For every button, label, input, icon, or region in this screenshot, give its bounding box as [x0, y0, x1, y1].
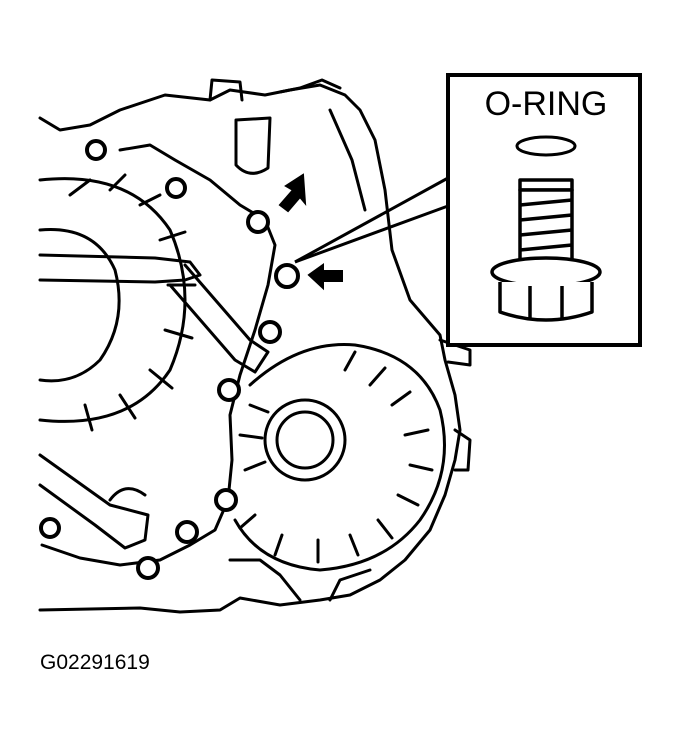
bolt-head-marked	[274, 263, 300, 289]
arrow-down-left-icon	[278, 173, 307, 213]
bolt-head	[214, 488, 238, 512]
bolt-head	[246, 210, 270, 234]
bolt-head	[217, 378, 241, 402]
bolt-head	[85, 139, 107, 161]
bolt-head	[175, 520, 199, 544]
transaxle-housing	[38, 78, 472, 614]
bolt-head	[39, 517, 61, 539]
detail-inset: O-RING	[446, 73, 642, 347]
callout-leader	[294, 176, 449, 264]
arrow-left-icon	[307, 263, 343, 291]
bolt-head	[165, 177, 187, 199]
figure-id: G02291619	[40, 651, 150, 674]
o-ring-icon	[515, 135, 577, 157]
o-ring-label: O-RING	[485, 85, 608, 123]
bolt-head	[258, 320, 282, 344]
bolt-head	[136, 556, 160, 580]
bolt-icon	[490, 178, 602, 322]
flange-bolts	[39, 139, 300, 580]
